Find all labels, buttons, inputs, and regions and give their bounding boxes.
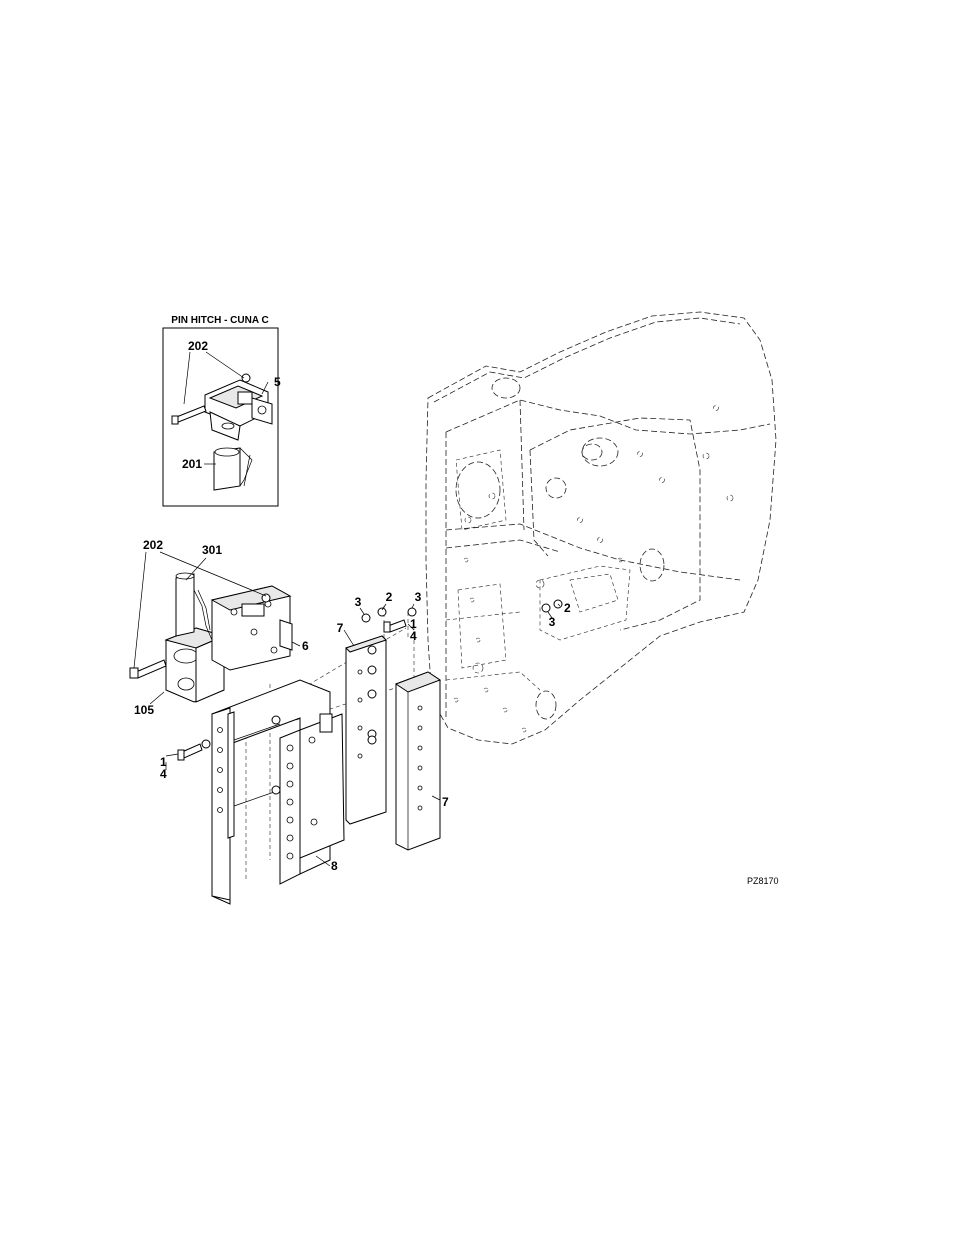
label-105: 105	[134, 703, 154, 717]
label-2-a: 2	[386, 590, 393, 604]
label-3-c: 3	[549, 615, 556, 629]
inset-pin-hitch: PIN HITCH - CUNA C 202 5	[163, 315, 281, 506]
label-7-left: 7	[337, 621, 344, 635]
part-bolt-202	[130, 660, 166, 678]
inset-hitch-block	[172, 374, 272, 440]
inset-label-201: 201	[182, 457, 202, 471]
part-bolt-1-4-left	[178, 740, 210, 760]
inset-pin	[214, 448, 252, 490]
inset-title: PIN HITCH - CUNA C	[171, 315, 268, 326]
inset-label-5: 5	[274, 375, 281, 389]
label-8: 8	[331, 859, 338, 873]
part-8-bracket	[212, 680, 344, 904]
label-301: 301	[202, 543, 222, 557]
tractor-frame-phantom	[426, 312, 776, 744]
label-4-right: 4	[410, 629, 417, 643]
inset-label-202: 202	[188, 339, 208, 353]
label-2-b: 2	[564, 601, 571, 615]
label-7-right: 7	[442, 795, 449, 809]
part-7-rail-left	[346, 636, 386, 824]
label-6: 6	[302, 639, 309, 653]
label-202: 202	[143, 538, 163, 552]
frame-holes	[454, 406, 733, 733]
label-4-left: 4	[160, 767, 167, 781]
drawing-code: PZ8170	[747, 876, 779, 886]
label-3-b: 3	[415, 590, 422, 604]
part-7-rail-right	[396, 672, 440, 850]
part-6-plate	[212, 586, 292, 670]
label-3-a: 3	[355, 595, 362, 609]
